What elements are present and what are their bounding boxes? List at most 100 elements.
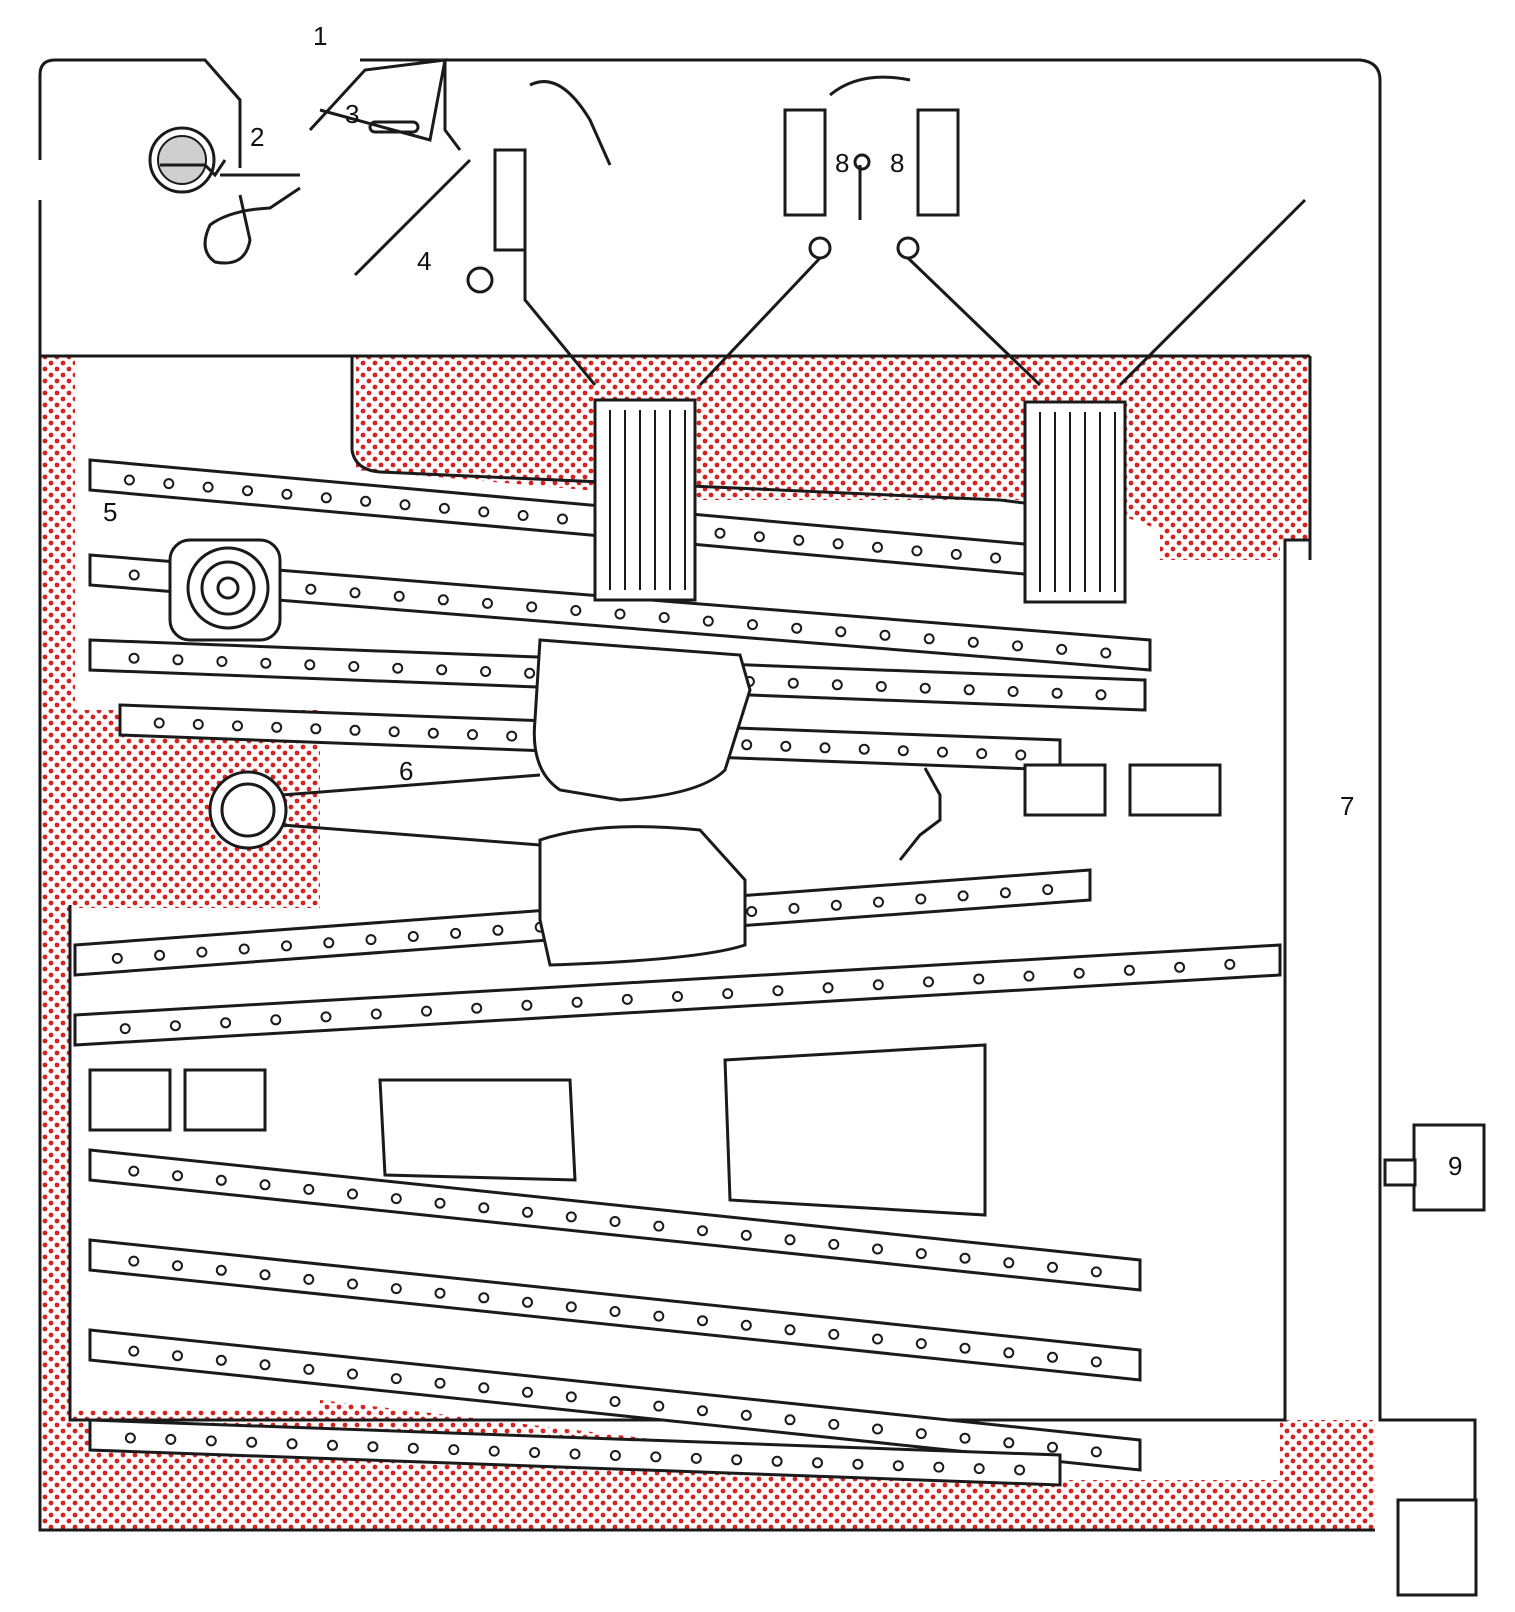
belt-hole [1047, 1351, 1058, 1363]
belt-hole [858, 743, 870, 755]
belt-hole [348, 661, 360, 672]
belt-hole [784, 1324, 796, 1336]
belt-hole [872, 541, 883, 553]
belt-hole [526, 601, 538, 613]
belt-hole [565, 1391, 577, 1403]
belt-layer-9 [88, 1328, 1142, 1472]
label-2: 2 [250, 122, 264, 152]
belt-hole [471, 1002, 483, 1014]
belt-hole [246, 1436, 258, 1448]
belt-hole [1003, 1347, 1015, 1359]
label-7: 7 [1340, 791, 1354, 821]
belt-hole [119, 1023, 131, 1035]
belt-hole [220, 1017, 232, 1029]
belt-hole [740, 1319, 752, 1331]
belt-hole [303, 1183, 315, 1195]
belt-hole [347, 1368, 358, 1380]
belt-hole [1051, 687, 1063, 699]
belt-hole [923, 976, 934, 988]
belt-hole [215, 1264, 227, 1276]
belt-hole [852, 1458, 864, 1470]
belt-hole [281, 940, 292, 952]
cylinder-left [493, 148, 527, 252]
belt-hole [653, 1310, 665, 1322]
belt-hole [999, 887, 1011, 899]
belt-hole [259, 1179, 271, 1191]
belt-hole [788, 902, 800, 914]
motor-9 [1383, 1123, 1486, 1212]
belt-hole [609, 1450, 621, 1461]
belt-hole [872, 1423, 883, 1435]
belt-hole [609, 1306, 621, 1317]
belt-hole [388, 726, 400, 738]
belt-hole [787, 677, 799, 689]
belt-hole [828, 1238, 840, 1250]
belt-hole [215, 1174, 227, 1186]
belt-hole [347, 1278, 358, 1290]
label-5: 5 [103, 497, 117, 527]
heat-exchanger-right [1023, 400, 1127, 604]
upper-components [148, 58, 1307, 387]
belt-hole [697, 1315, 708, 1327]
belt-hole [731, 1454, 743, 1466]
belt-hole [421, 1005, 432, 1017]
belt-hole [780, 740, 792, 752]
belt-hole [565, 1211, 577, 1223]
belt-hole [437, 594, 449, 606]
heat-exchanger-left [593, 398, 697, 602]
heat-exchangers [593, 398, 1127, 604]
belt-hole [407, 931, 419, 942]
belt-hole [478, 1202, 490, 1214]
belt-hole [879, 629, 891, 641]
belt-hole [349, 587, 361, 599]
belt-hole [872, 1243, 883, 1255]
belt-hole [238, 943, 250, 955]
belt-hole [915, 1248, 927, 1260]
belt-hole [260, 657, 272, 669]
belt-hole [347, 1188, 358, 1200]
belt-hole [390, 1193, 402, 1205]
belt-hole [172, 1170, 183, 1182]
belt-hole [892, 1460, 904, 1472]
outer-housing [38, 58, 1477, 1532]
belt-hole [697, 1405, 708, 1417]
belt-hole [522, 1386, 533, 1398]
belt-hole [370, 1008, 382, 1020]
plates-and-drive [88, 638, 1222, 1217]
belt-hole [933, 1461, 945, 1473]
belt-hole [793, 534, 805, 546]
belt-hole [957, 890, 969, 902]
belt-hole [650, 1451, 662, 1463]
belt-hole [822, 982, 834, 994]
belt-hole [1090, 1356, 1102, 1368]
belt-hole [320, 1011, 332, 1023]
belt-hole [450, 927, 462, 939]
belt-hole [937, 746, 948, 758]
belt-hole [522, 1296, 533, 1308]
belt-hole [740, 1409, 752, 1421]
belt-hole [835, 626, 847, 638]
belt-hole [163, 478, 175, 490]
belt-hole [959, 1432, 971, 1444]
belt-hole [172, 1260, 183, 1272]
belt-hole [753, 531, 765, 543]
belt-hole [740, 1229, 752, 1241]
belt-hole [434, 1197, 446, 1209]
belt-hole [1003, 1257, 1015, 1269]
belt-hole [872, 1333, 883, 1345]
belt-hole [571, 996, 583, 1008]
belt-hole [393, 590, 405, 602]
belt-hole [990, 552, 1002, 564]
belt-hole [570, 605, 582, 616]
belt-hole [830, 899, 842, 911]
belt-layer-6 [73, 943, 1282, 1047]
belt-hole [259, 1359, 271, 1371]
belt-hole [950, 548, 962, 560]
label-9: 9 [1448, 1151, 1462, 1181]
belt-hole [1042, 884, 1054, 896]
belt-hole [270, 1014, 282, 1026]
belt-hole [873, 896, 884, 908]
belt-hole [478, 1382, 490, 1394]
belt-hole [215, 1354, 227, 1366]
label-4: 4 [417, 246, 431, 276]
